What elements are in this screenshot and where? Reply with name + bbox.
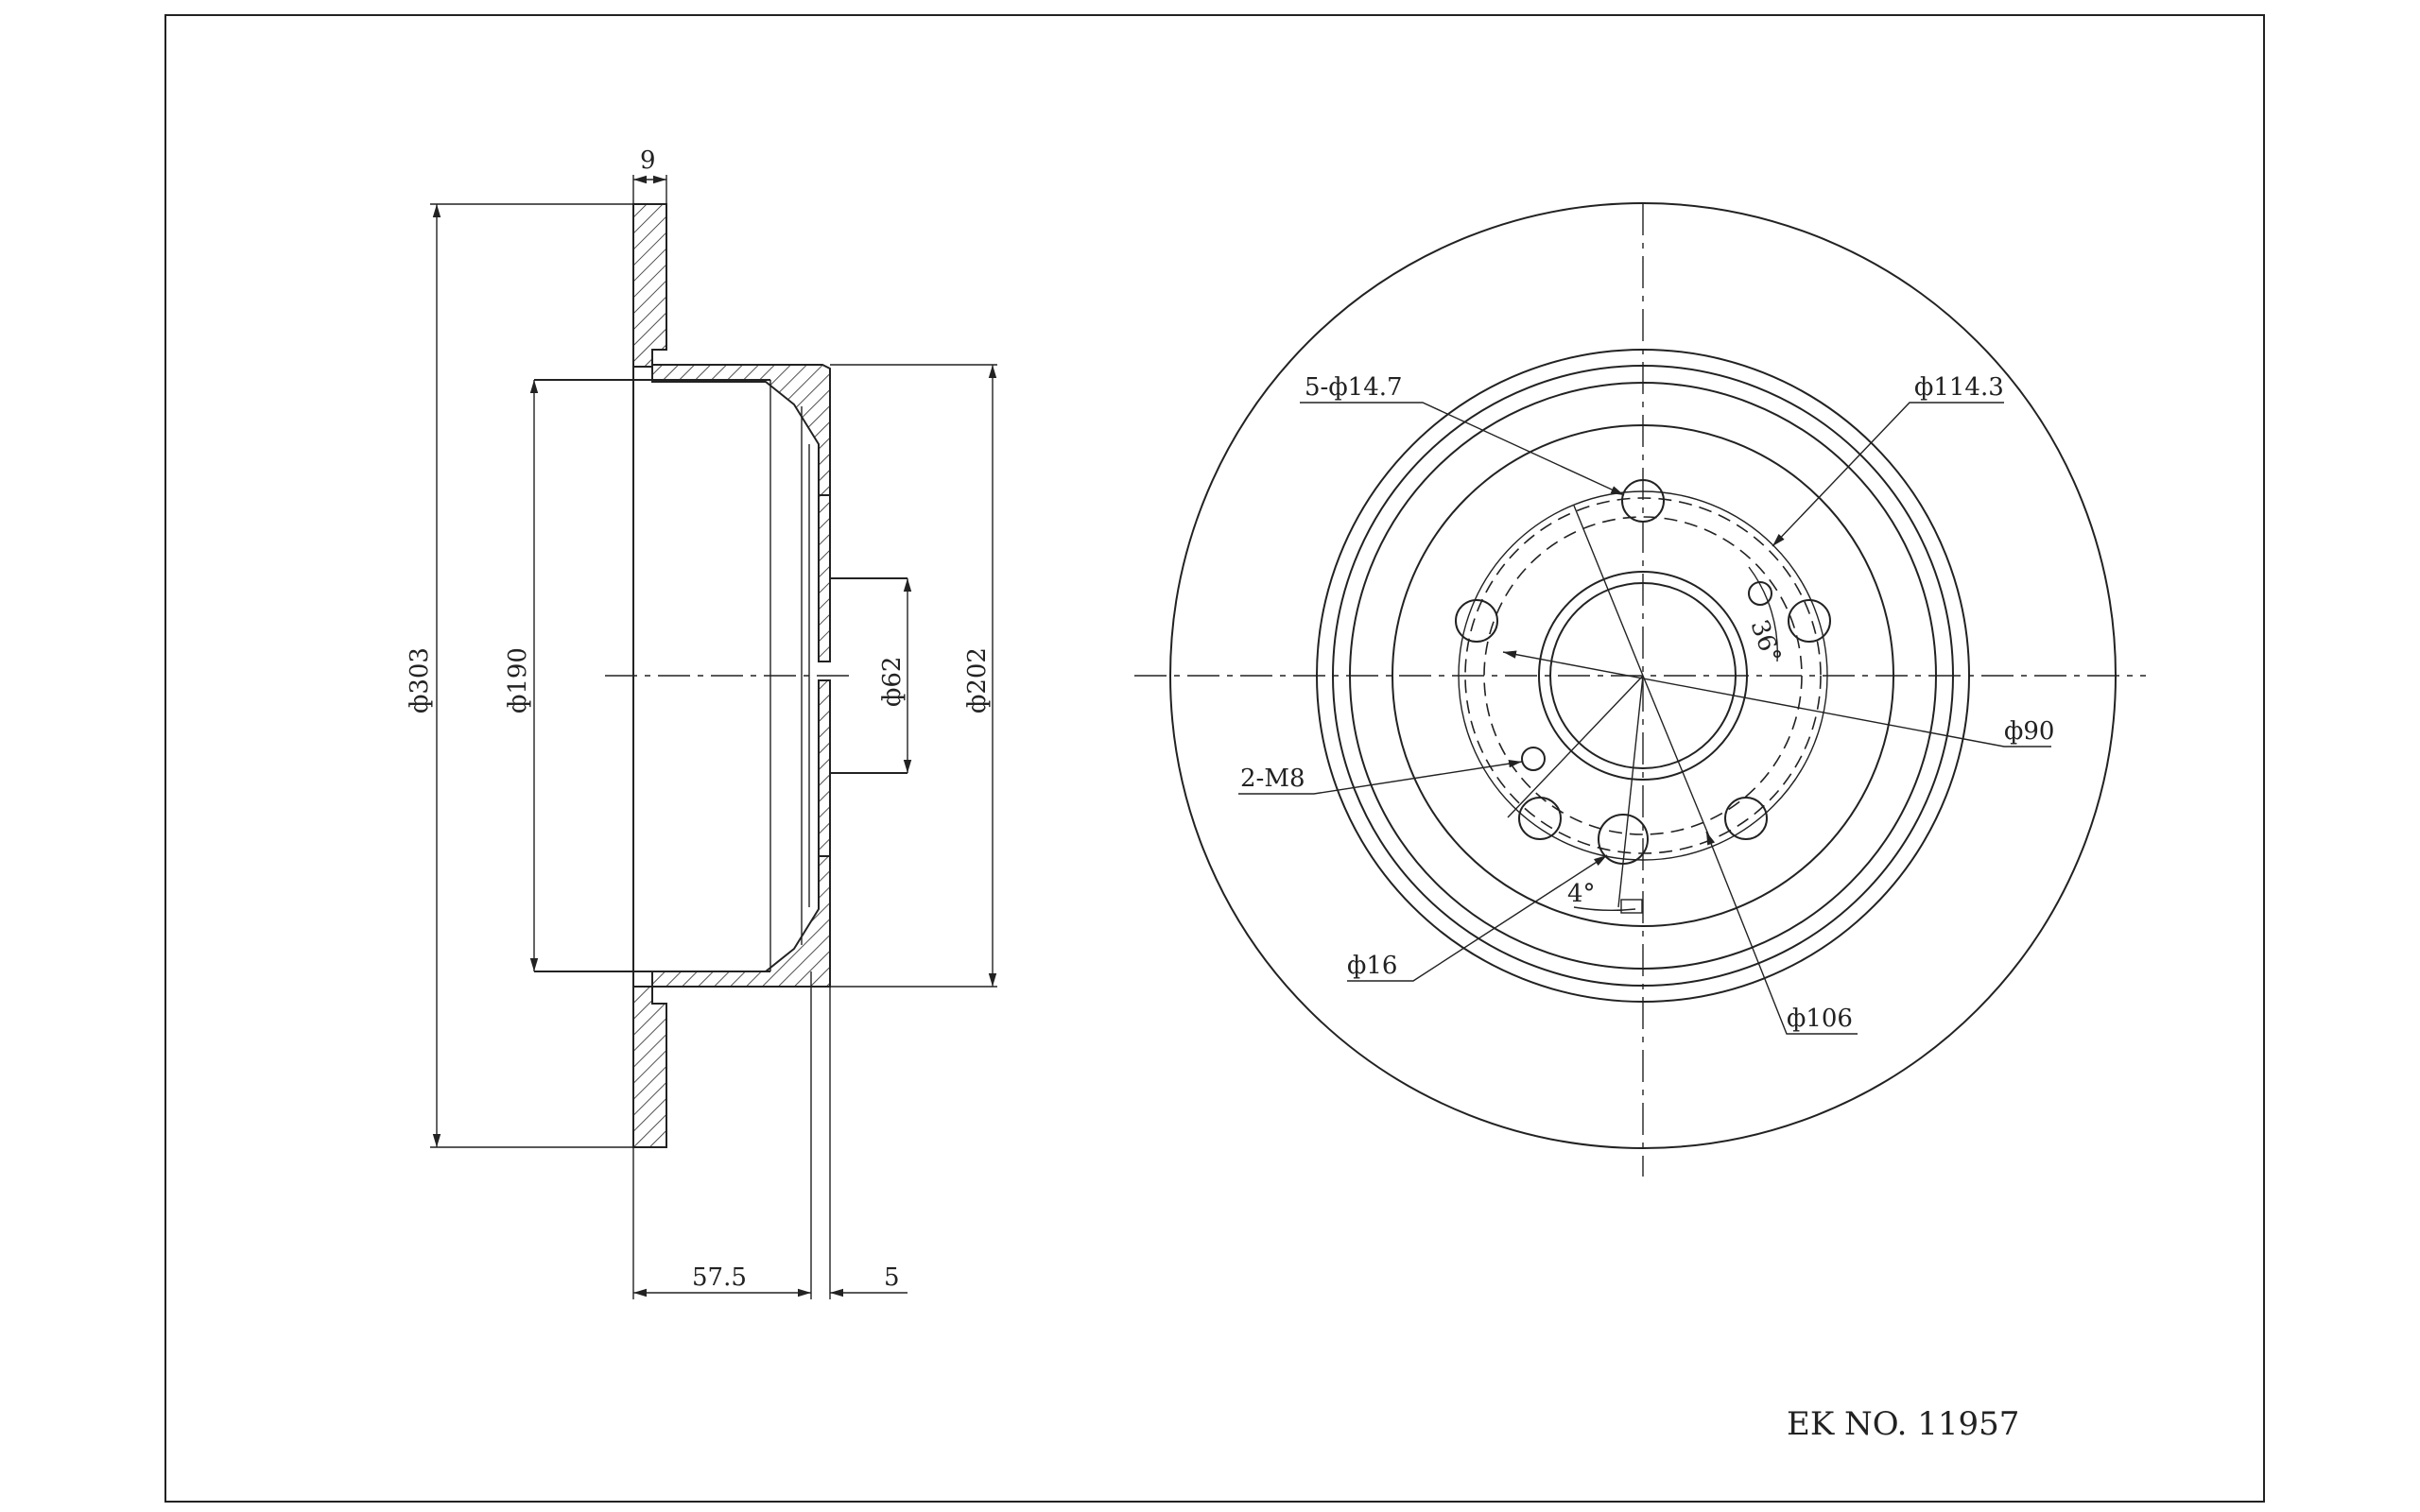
braking-ring-top-section xyxy=(632,203,667,368)
braking-ring-bottom-section xyxy=(632,986,667,1148)
dim-thickness: 9 xyxy=(640,146,656,175)
label-pin-hole: ф16 xyxy=(1347,952,1397,980)
label-angle-36: 36° xyxy=(1744,616,1786,667)
label-threaded-holes: 2-M8 xyxy=(1240,765,1305,793)
bolt-hole-1 xyxy=(1621,479,1665,523)
bolt-hole-2 xyxy=(1788,599,1831,643)
drawing-border xyxy=(164,14,2265,1503)
bolt-hole-4 xyxy=(1518,797,1562,840)
dim-hat-diameter: ф202 xyxy=(963,647,992,713)
label-bolt-holes: 5-ф14.7 xyxy=(1305,373,1403,402)
hat-wall-top-section xyxy=(651,364,831,662)
dim-inner-diameter: ф190 xyxy=(504,647,532,713)
dim-center-bore: ф62 xyxy=(878,657,907,707)
label-angle-4: 4° xyxy=(1567,880,1596,908)
disc-outer-circle xyxy=(1169,202,2117,1149)
dim-outer-diameter: ф303 xyxy=(406,647,434,713)
hat-wall-bottom-section xyxy=(651,679,831,988)
label-hub-diameter: ф106 xyxy=(1787,1005,1853,1033)
threaded-hole-1 xyxy=(1748,581,1772,606)
dim-height: 57.5 xyxy=(692,1263,747,1292)
bolt-hole-5 xyxy=(1455,599,1498,643)
threaded-hole-2 xyxy=(1521,747,1546,771)
label-center-diameter: ф90 xyxy=(2004,717,2054,746)
front-view: 5-ф14.7 ф114.3 ф90 2-M8 ф16 ф106 36° 4° xyxy=(1134,202,2146,1177)
hub-bore-circle xyxy=(1538,571,1748,781)
side-view: 9 ф303 ф190 ф62 ф202 57.5 5 xyxy=(406,146,997,1299)
hub-dashed-circle xyxy=(1483,516,1803,835)
bolt-hole-3 xyxy=(1724,797,1768,840)
part-number: EK NO. 11957 xyxy=(1787,1405,2019,1443)
dim-hub-thickness: 5 xyxy=(884,1263,900,1292)
label-pcd: ф114.3 xyxy=(1914,373,2004,402)
